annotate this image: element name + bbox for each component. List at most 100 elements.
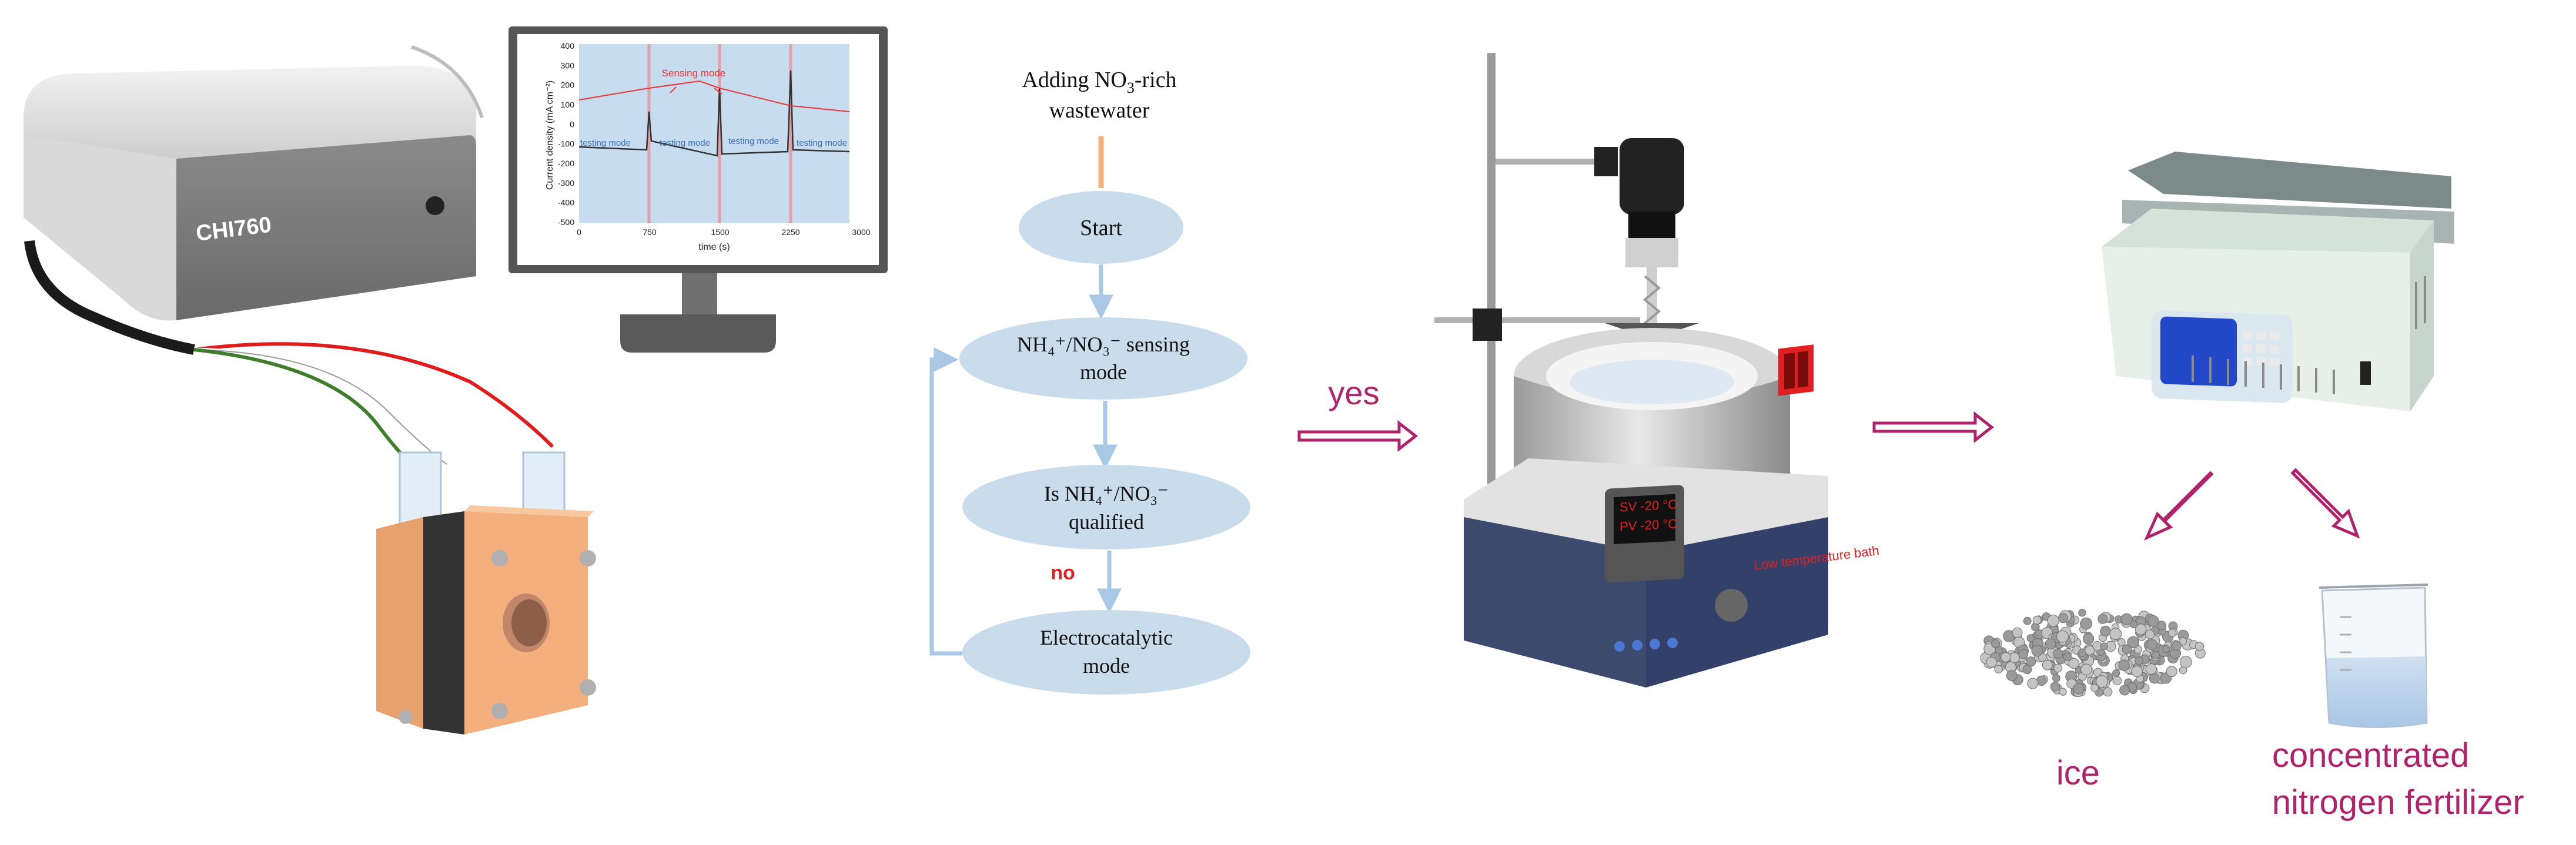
ice-pellet [2053, 663, 2063, 673]
yes-label: yes [1328, 374, 1379, 411]
freeze-separator-device [2102, 152, 2454, 411]
ice-pellet [2032, 615, 2042, 625]
ice-pellet [2009, 652, 2020, 663]
yes-arrow [1297, 420, 1419, 452]
chart-y-tick-label: 0 [570, 119, 574, 129]
beaker [2319, 584, 2428, 728]
ice-pellet [2152, 650, 2160, 660]
ice-pellet [2100, 642, 2108, 650]
sensing-mode-label-line1: NH₄⁺/NO₃⁻ sensing [1017, 333, 1190, 356]
ice-pellet [2080, 617, 2093, 630]
ice-pellet [2179, 656, 2192, 669]
sensing-mode-node [959, 317, 1247, 400]
ice-pellet [2156, 621, 2166, 631]
ice-pellet [2172, 641, 2182, 651]
chart-annotation-sensing: Sensing mode [662, 68, 726, 79]
chart-x-tick-label: 1500 [711, 227, 729, 237]
knob-icon [426, 196, 444, 215]
ice-pellet [2103, 687, 2113, 697]
ice-pellet [2073, 683, 2085, 695]
chart-y-tick-label: -100 [558, 139, 574, 149]
ice-pellet [2031, 645, 2043, 657]
ice-pellet [2168, 629, 2177, 638]
ice-pellet [2068, 658, 2080, 669]
electrocatalytic-mode-node [962, 610, 1250, 695]
ice-pellet [2047, 615, 2060, 627]
ice-pellet [2131, 666, 2143, 678]
ice-pellet [2130, 621, 2138, 629]
bath-pv-readout: PV -20 °C [1620, 516, 1677, 534]
chart-y-tick-label: -500 [558, 217, 574, 227]
ice-pellet [2026, 634, 2035, 642]
ice-pellet [2117, 638, 2126, 646]
ice-pellet [2119, 685, 2130, 696]
ice-pellet [2145, 629, 2155, 639]
ice-pellet [2147, 615, 2159, 627]
start-label: Start [1080, 216, 1122, 240]
chart-y-tick-label: 200 [561, 81, 575, 90]
ice-pellet [2022, 665, 2032, 675]
bath-sv-readout: SV -20 °C [1620, 497, 1677, 514]
no-branch-label: no [1051, 562, 1075, 584]
stirrer-motor [1620, 138, 1684, 214]
chart-y-tick-label: 100 [561, 100, 575, 109]
ice-pellet [2179, 637, 2187, 646]
arrow-to-separator [1872, 411, 1995, 444]
input-label-line1: Adding NO3-rich [1022, 68, 1176, 96]
ice-pellet [2135, 623, 2147, 635]
qualified-label-line1: Is NH₄⁺/NO₃⁻ [1044, 482, 1169, 505]
ice-pellet [2083, 633, 2095, 645]
ice-pellet [2109, 628, 2122, 641]
electrochemical-cell [376, 451, 596, 735]
chart-annotation-testing-2: testing mode [660, 138, 710, 148]
cables [24, 45, 554, 466]
chart-x-tick-label: 2250 [781, 227, 799, 237]
ice-pellet [2149, 673, 2160, 684]
ice-pellet [2162, 645, 2170, 653]
chart-y-tick-label: -400 [558, 198, 574, 207]
ice-pellets [1980, 609, 2206, 698]
electrocatalytic-label-line2: mode [1083, 654, 1130, 678]
ice-pellet [2042, 659, 2053, 670]
ice-pellet [2063, 652, 2072, 661]
ice-pellet [2052, 674, 2060, 682]
ice-pellet [2195, 642, 2204, 651]
arrow-to-fertilizer [2290, 468, 2360, 539]
flowchart: Adding NO3-rich wastewater Start NH₄⁺/NO… [929, 68, 1250, 695]
ice-pellet [2100, 625, 2112, 637]
ice-pellet [2059, 688, 2067, 696]
electrocatalytic-label-line1: Electrocatalytic [1040, 626, 1173, 649]
ice-pellet [2000, 652, 2011, 662]
ice-label: ice [2056, 754, 2100, 792]
ice-pellet [2018, 649, 2029, 659]
qualified-label-line2: qualified [1069, 510, 1144, 534]
ice-pellet [2145, 663, 2157, 675]
ice-pellet [2056, 630, 2069, 643]
chart-x-tick-label: 3000 [852, 227, 870, 237]
chart-annotation-testing-3: testing mode [728, 136, 779, 146]
chart-y-tick-label: -300 [558, 178, 574, 187]
potentiostat-device: CHI760 [24, 66, 476, 321]
ice-pellet [2096, 675, 2109, 688]
chart-plot-area [579, 44, 849, 223]
ice-pellet [2078, 609, 2086, 617]
ice-pellet [2050, 682, 2060, 692]
separator-screen [2160, 316, 2237, 387]
ice-pellet [2006, 670, 2018, 681]
start-node [1019, 191, 1183, 264]
qualified-decision-node [962, 465, 1250, 549]
ice-pellet [2085, 645, 2095, 656]
fertilizer-label-line2: nitrogen fertilizer [2272, 783, 2524, 821]
loop-back-connector [929, 347, 962, 656]
fertilizer-label-line1: concentrated [2272, 736, 2469, 774]
ice-pellet [2135, 656, 2143, 665]
ice-pellet [2166, 666, 2177, 678]
ice-pellet [2127, 636, 2139, 649]
ice-pellet [2112, 669, 2120, 678]
ice-pellet [1991, 639, 2000, 648]
ice-pellet [2146, 639, 2157, 650]
chart-annotation-testing-4: testing mode [797, 138, 847, 148]
ice-pellet [1994, 665, 2003, 674]
